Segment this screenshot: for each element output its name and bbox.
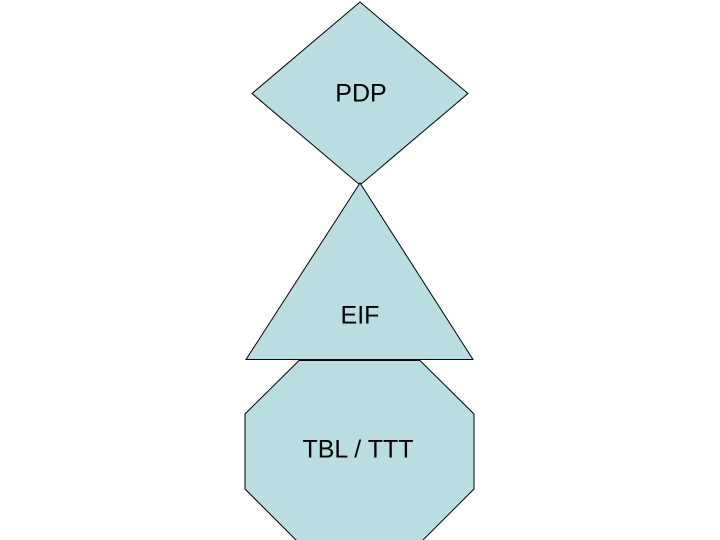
triangle-label: EIF	[340, 301, 380, 330]
triangle-shape[interactable]	[245, 182, 474, 360]
octagon-shape[interactable]	[244, 360, 475, 540]
diamond-label: PDP	[335, 79, 387, 108]
octagon-label: TBL / TTT	[302, 435, 414, 464]
